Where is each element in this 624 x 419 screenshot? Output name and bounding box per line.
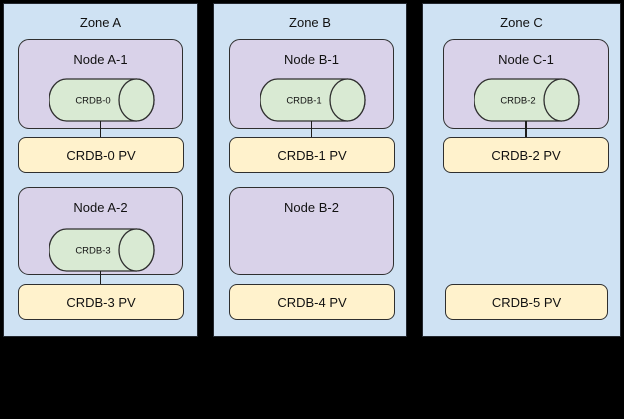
crdb-1-pv-box: CRDB-1 PV (229, 137, 395, 173)
node-b2-label: Node B-2 (284, 200, 339, 215)
crdb-5-pv-label: CRDB-5 PV (491, 294, 562, 310)
crdb-0-cylinder-label: CRDB-0 (75, 96, 110, 107)
node-b2-box: Node B-2 (229, 187, 394, 275)
crdb-4-pv-box: CRDB-4 PV (229, 284, 395, 320)
connector-line (99, 121, 102, 137)
node-a2-box: Node A-2 CRDB-3 (18, 187, 183, 275)
zone-b: Zone B Node B-1 CRDB-1 CRDB-1 PV Node B-… (213, 3, 407, 337)
crdb-4-pv-label: CRDB-4 PV (277, 294, 347, 310)
crdb-3-cylinder-label: CRDB-3 (75, 246, 110, 257)
connector-line (310, 121, 313, 137)
zone-b-title: Zone B (289, 15, 331, 30)
crdb-2-pv-label: CRDB-2 PV (491, 147, 561, 163)
node-a1-label: Node A-1 (73, 52, 128, 67)
connector-line (99, 271, 102, 284)
node-a2-label: Node A-2 (73, 200, 128, 215)
node-c1-label: Node C-1 (498, 52, 554, 67)
node-a1-box: Node A-1 CRDB-0 (18, 39, 183, 129)
crdb-2-cylinder-label: CRDB-2 (500, 96, 535, 107)
crdb-0-pv-box: CRDB-0 PV (18, 137, 184, 173)
node-b1-label: Node B-1 (284, 52, 339, 67)
crdb-1-cylinder-icon: CRDB-1 (259, 78, 366, 122)
crdb-1-pv-label: CRDB-1 PV (277, 147, 347, 163)
zone-c-title: Zone C (500, 15, 543, 30)
crdb-2-cylinder-icon: CRDB-2 (474, 78, 580, 122)
zone-a-title: Zone A (79, 15, 122, 30)
zone-a: Zone A Node A-1 CRDB-0 CRDB-0 PV Node A-… (3, 3, 198, 337)
crdb-5-pv-box: CRDB-5 PV (445, 284, 608, 320)
crdb-0-pv-label: CRDB-0 PV (66, 147, 136, 163)
crdb-3-pv-box: CRDB-3 PV (18, 284, 184, 320)
crdb-1-cylinder-label: CRDB-1 (286, 96, 321, 107)
node-c1-box: Node C-1 CRDB-2 (443, 39, 609, 129)
crdb-2-pv-box: CRDB-2 PV (443, 137, 609, 173)
crdb-0-cylinder-icon: CRDB-0 (48, 78, 155, 122)
crdb-3-pv-label: CRDB-3 PV (66, 294, 136, 310)
crdb-3-cylinder-icon: CRDB-3 (48, 228, 155, 272)
node-b1-box: Node B-1 CRDB-1 (229, 39, 394, 129)
zone-c: Zone C Node C-1 CRDB-2 CRDB-2 PV CRDB-5 … (422, 3, 621, 337)
connector-line (525, 121, 527, 137)
